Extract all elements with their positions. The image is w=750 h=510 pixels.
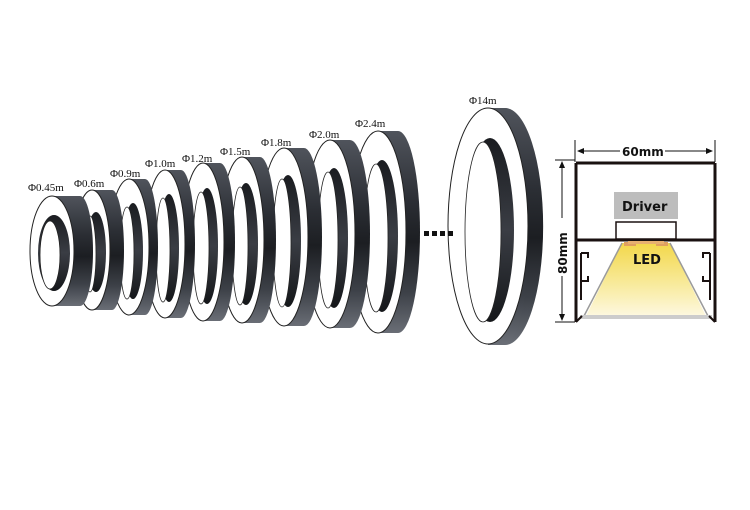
led-light-beam: [586, 243, 706, 316]
ring-14m: [447, 107, 544, 345]
driver-box: [614, 192, 678, 219]
diffuser: [580, 315, 712, 319]
ring-0-45m: [29, 195, 93, 307]
ring-label-2-4m: Φ2.4m: [355, 118, 386, 130]
ring-label-14m: Φ14m: [469, 95, 497, 107]
driver-label: Driver: [622, 200, 668, 215]
ring-label-0-6m: Φ0.6m: [74, 178, 105, 190]
height-dimension-label: 80mm: [556, 232, 570, 274]
ring-label-1-5m: Φ1.5m: [220, 146, 251, 158]
profile-cross-section: 60mm 80mm Driver LED: [555, 140, 717, 323]
ring-label-0-45m: Φ0.45m: [28, 182, 64, 194]
ring-label-1-2m: Φ1.2m: [182, 153, 213, 165]
ellipsis-dots: [424, 231, 453, 236]
ring-label-2-0m: Φ2.0m: [309, 129, 340, 141]
ring-label-1-8m: Φ1.8m: [261, 137, 292, 149]
width-dimension-label: 60mm: [622, 145, 664, 159]
led-label: LED: [633, 253, 661, 268]
ring-label-1-0m: Φ1.0m: [145, 158, 176, 170]
ring-label-0-9m: Φ0.9m: [110, 168, 141, 180]
